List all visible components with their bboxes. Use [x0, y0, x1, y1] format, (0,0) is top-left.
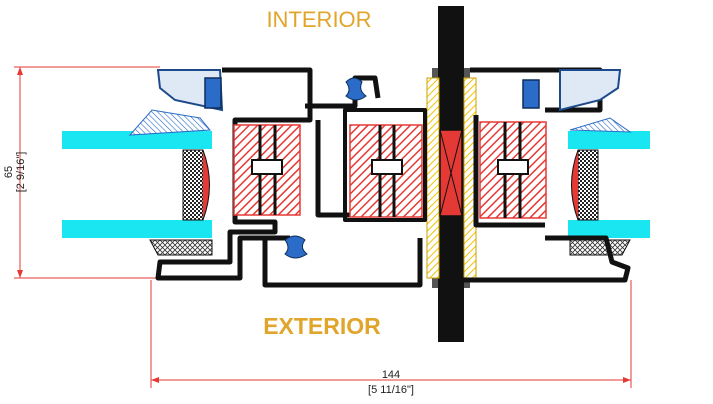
blue-gaskets: [128, 69, 632, 259]
width-dimension: 144 [5 11/16"]: [150, 280, 632, 396]
height-imperial: [2 9/16"]: [15, 152, 27, 193]
interior-label: INTERIOR: [266, 7, 371, 32]
right-thermal-break: [479, 121, 547, 219]
height-value: 65: [3, 166, 15, 178]
left-thermal-break: [233, 124, 301, 216]
glass-panes: [62, 131, 650, 238]
width-imperial: [5 11/16"]: [368, 384, 414, 396]
left-glazing-seal: [149, 149, 213, 256]
height-dimension: 65 [2 9/16"]: [3, 66, 160, 279]
central-mullion: [426, 6, 477, 342]
exterior-label: EXTERIOR: [263, 313, 381, 339]
right-glazing-seal: [569, 149, 631, 256]
width-value: 144: [382, 369, 400, 381]
middle-thermal-break: [343, 108, 427, 222]
